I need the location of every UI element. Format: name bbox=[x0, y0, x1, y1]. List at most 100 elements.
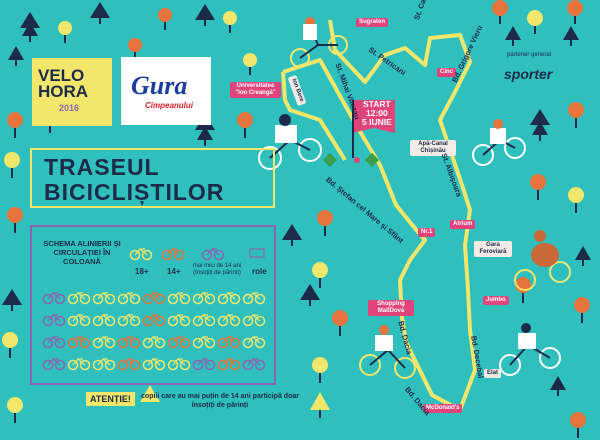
tree-icon bbox=[527, 10, 543, 34]
cyclist-icon bbox=[472, 119, 526, 166]
partner-label: partener general bbox=[507, 52, 552, 58]
page-title: TRASEUL BICICLIȘTILOR bbox=[30, 148, 275, 208]
tree-icon bbox=[530, 109, 550, 141]
tag-shopping: Shopping MallDova bbox=[368, 300, 414, 316]
schema-bike bbox=[242, 358, 266, 371]
schema-bike bbox=[167, 358, 191, 371]
tree-icon bbox=[492, 0, 508, 24]
cyclist-icon bbox=[499, 323, 561, 376]
alignment-schema: SCHEMA ALINIERII ȘI CIRCULAȚIEI ÎN COLOA… bbox=[30, 225, 276, 385]
velohora-line2: HORA bbox=[38, 82, 89, 101]
route-path bbox=[282, 19, 477, 412]
tag-gara-feroviara: Gara Feroviară bbox=[474, 241, 512, 257]
tree-icon bbox=[575, 246, 591, 266]
schema-bike bbox=[242, 336, 266, 349]
schema-bike bbox=[192, 314, 216, 327]
tree-icon bbox=[568, 102, 584, 128]
schema-bike bbox=[92, 336, 116, 349]
schema-col3: mai mici de 14 ani (însoțiți de părinți) bbox=[192, 263, 242, 276]
tree-icon bbox=[8, 46, 24, 66]
tree-icon bbox=[237, 112, 253, 138]
notice-label: ATENȚIE! bbox=[86, 392, 135, 406]
schema-bike bbox=[192, 292, 216, 305]
title-line1: TRASEUL bbox=[44, 154, 160, 180]
schema-bike bbox=[192, 336, 216, 349]
checkpoint-diamond-icon bbox=[322, 152, 380, 168]
tree-icon bbox=[243, 53, 257, 75]
tree-icon bbox=[300, 284, 320, 306]
schema-bike bbox=[142, 358, 166, 371]
tree-icon bbox=[7, 112, 23, 138]
tree-icon bbox=[128, 38, 142, 60]
schema-col4: role bbox=[252, 267, 267, 276]
tree-icon bbox=[223, 11, 237, 33]
tree-icon bbox=[317, 210, 333, 236]
tree-icon bbox=[530, 174, 546, 200]
gura-logo: Gura Cîmpeanului bbox=[121, 57, 211, 125]
tree-icon bbox=[195, 4, 215, 26]
tree-icon bbox=[568, 187, 584, 213]
schema-bike bbox=[117, 358, 141, 371]
gura-name: Gura bbox=[131, 71, 188, 100]
tag-sugraten: Sugraten bbox=[356, 18, 389, 27]
tree-icon bbox=[7, 397, 23, 423]
cyclist-icon bbox=[258, 114, 322, 170]
schema-bike bbox=[242, 292, 266, 305]
tag-nr1: Nr.1 bbox=[418, 228, 436, 237]
schema-bike bbox=[92, 292, 116, 305]
legend-bike-14 bbox=[161, 248, 185, 261]
tree-icon bbox=[567, 0, 583, 24]
tree-icon bbox=[312, 262, 328, 288]
tag-jumbo: Jumbo bbox=[483, 296, 509, 305]
tree-icon bbox=[4, 152, 20, 178]
schema-col1: 18+ bbox=[135, 267, 149, 276]
title-line2: BICICLIȘTILOR bbox=[44, 179, 225, 205]
bear-cyclist-icon bbox=[514, 230, 571, 291]
schema-col2: 14+ bbox=[167, 267, 181, 276]
schema-bike bbox=[117, 292, 141, 305]
tree-icon bbox=[312, 357, 328, 383]
tree-icon bbox=[505, 26, 521, 46]
tag-mcdonalds: McDonald's bbox=[423, 404, 463, 413]
schema-bike bbox=[217, 358, 241, 371]
tree-icon bbox=[7, 207, 23, 233]
start-line2: 12:00 bbox=[366, 108, 388, 118]
schema-bike bbox=[167, 336, 191, 349]
schema-bike bbox=[167, 314, 191, 327]
schema-bikes bbox=[42, 248, 266, 371]
legend-rollerskate-icon bbox=[249, 248, 265, 258]
tree-icon bbox=[282, 224, 302, 246]
schema-bike bbox=[42, 358, 66, 371]
gura-subtitle: Cîmpeanului bbox=[145, 101, 194, 110]
tree-icon bbox=[58, 21, 72, 43]
schema-bike bbox=[67, 292, 91, 305]
start-line3: 5 IUNIE bbox=[362, 117, 392, 127]
schema-bike bbox=[67, 358, 91, 371]
schema-bike bbox=[217, 314, 241, 327]
legend-bike-18 bbox=[129, 248, 153, 261]
schema-bike bbox=[167, 292, 191, 305]
tag-elat: Elat bbox=[484, 369, 502, 378]
tree-icon bbox=[310, 392, 330, 418]
schema-bike bbox=[217, 292, 241, 305]
tree-icon bbox=[550, 376, 566, 396]
cyclist-icon bbox=[359, 325, 416, 379]
schema-bike bbox=[67, 314, 91, 327]
tree-icon bbox=[2, 332, 18, 358]
start-flag-icon bbox=[352, 100, 395, 158]
cyclist-icon bbox=[290, 17, 348, 68]
velohora-year: 2016 bbox=[59, 103, 80, 113]
schema-title: SCHEMA ALINIERII ȘI CIRCULAȚIEI ÎN COLOA… bbox=[43, 239, 121, 266]
tag-apa-canal: Apă-Canal Chișinău bbox=[410, 140, 456, 156]
start-label: START 12:00 5 IUNIE bbox=[362, 100, 392, 127]
schema-bike bbox=[142, 314, 166, 327]
tag-atrium: Atrium bbox=[450, 220, 476, 229]
tree-icon bbox=[570, 412, 586, 438]
schema-bike bbox=[42, 292, 66, 305]
schema-bike bbox=[192, 358, 216, 371]
schema-bike bbox=[92, 314, 116, 327]
legend-bike-child bbox=[201, 248, 225, 261]
tree-icon bbox=[332, 310, 348, 336]
schema-bike bbox=[242, 314, 266, 327]
